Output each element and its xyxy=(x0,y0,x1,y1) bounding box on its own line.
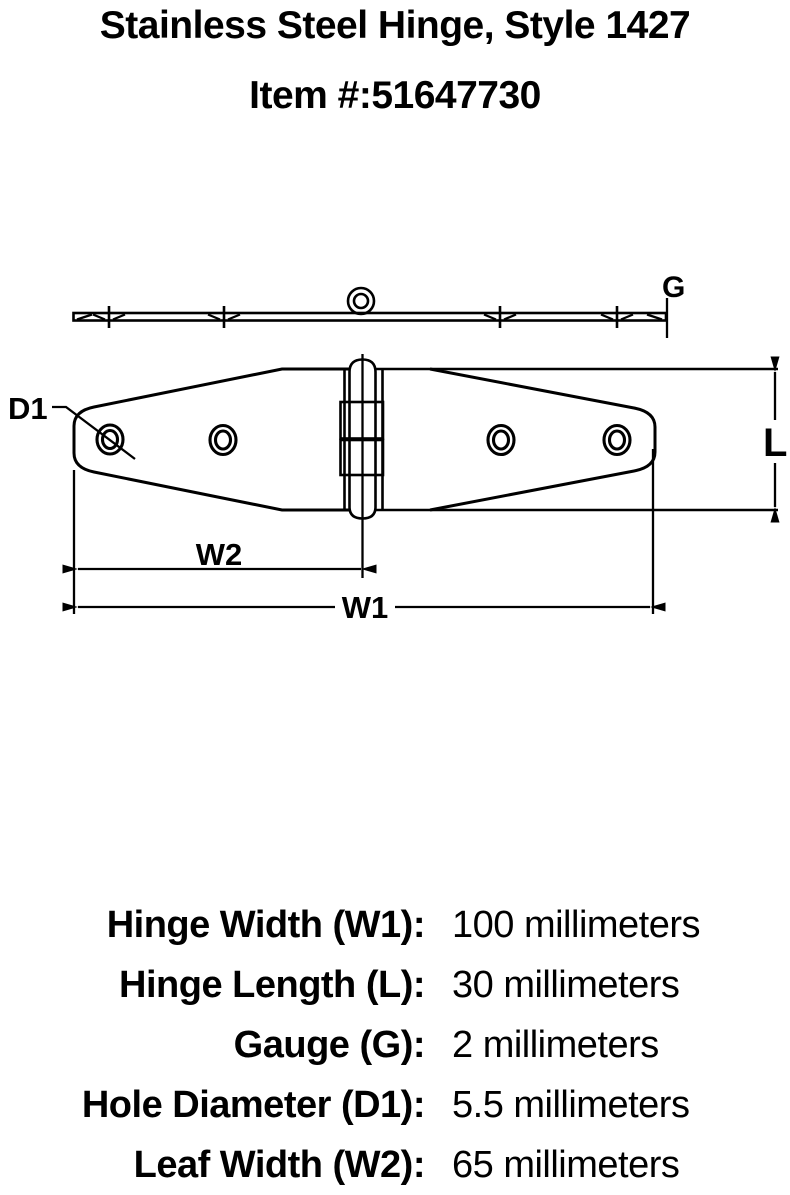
side-view-hole-ticks xyxy=(107,306,619,328)
spec-row-gauge: Gauge (G): 2 millimeters xyxy=(0,1015,790,1075)
side-view-plate xyxy=(72,311,668,322)
hole-diameter-leader-line xyxy=(52,405,136,460)
length-label: L xyxy=(763,421,787,465)
spec-value: 30 millimeters xyxy=(452,963,680,1006)
side-view-knuckle-inner xyxy=(352,292,370,310)
width-extension-lines xyxy=(72,449,655,614)
spec-row-hole-diameter: Hole Diameter (D1): 5.5 millimeters xyxy=(0,1075,790,1135)
spec-label: Leaf Width (W2): xyxy=(133,1143,426,1186)
spec-value: 2 millimeters xyxy=(452,1023,659,1066)
spec-value: 5.5 millimeters xyxy=(452,1083,690,1126)
screw-hole-1-outer xyxy=(95,423,125,456)
hinge-width-label: W1 xyxy=(342,590,389,625)
spec-row-leaf-width: Leaf Width (W2): 65 millimeters xyxy=(0,1135,790,1195)
screw-hole-4-outer xyxy=(602,423,632,457)
spec-table: Hinge Width (W1): 100 millimeters Hinge … xyxy=(0,895,790,1195)
screw-hole-2-outer xyxy=(208,423,238,457)
page-title: Stainless Steel Hinge, Style 1427 xyxy=(99,4,691,47)
hinge-side-view: G xyxy=(72,271,685,338)
spec-value: 100 millimeters xyxy=(452,903,701,946)
left-leaf-outline xyxy=(72,367,350,512)
spec-label: Gauge (G): xyxy=(233,1023,426,1066)
spec-row-hinge-length: Hinge Length (L): 30 millimeters xyxy=(0,955,790,1015)
side-view-knuckle-outer xyxy=(346,286,376,316)
spec-label: Hole Diameter (D1): xyxy=(81,1083,426,1126)
pin-barrel xyxy=(348,358,377,520)
hole-diameter-label: D1 xyxy=(8,391,48,426)
leaf-width-label: W2 xyxy=(196,537,243,572)
spec-label: Hinge Width (W1): xyxy=(106,903,426,946)
screw-hole-2-inner xyxy=(213,429,233,451)
right-leaf-outline xyxy=(429,367,657,512)
spec-label: Hinge Length (L): xyxy=(119,963,425,1006)
side-view-countersink-marks xyxy=(76,313,663,321)
screw-hole-1-inner xyxy=(100,428,120,451)
gauge-label: G xyxy=(662,271,685,304)
technical-drawing: G xyxy=(8,271,787,625)
length-extension-lines xyxy=(376,367,778,512)
spec-value: 65 millimeters xyxy=(452,1143,680,1186)
screw-hole-4-inner xyxy=(607,429,627,451)
spec-row-hinge-width: Hinge Width (W1): 100 millimeters xyxy=(0,895,790,955)
screw-hole-3-inner xyxy=(491,429,511,451)
item-number: Item #:51647730 xyxy=(249,74,541,117)
hinge-front-view: D1 L W2 W1 xyxy=(8,354,787,625)
screw-holes xyxy=(95,423,632,457)
screw-hole-3-outer xyxy=(486,423,516,457)
